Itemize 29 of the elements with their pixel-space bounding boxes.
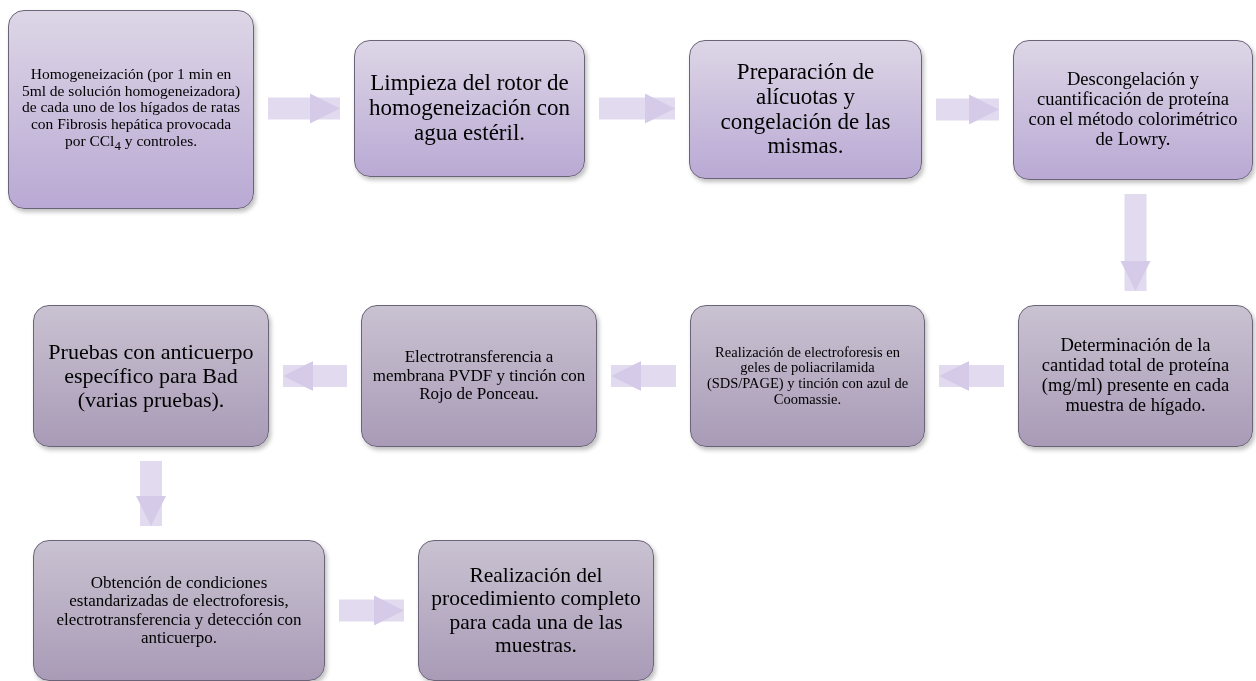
process-box [8, 10, 254, 209]
arrow [339, 595, 404, 626]
arrow [1120, 194, 1151, 291]
process-box [690, 305, 925, 447]
process-box [1018, 305, 1253, 447]
process-box [33, 540, 325, 681]
step-text: Descongelación y cuantificación de proteína con el método colorimétrico de Lowry. [1027, 70, 1239, 150]
process-box [33, 305, 269, 447]
arrow [939, 361, 1004, 391]
step-text: Electrotransferencia a membrana PVDF y tinción con Rojo de Ponceau. [372, 348, 586, 404]
step-text: Homogeneización (por 1 min en 5ml de solución homogeneizadora) de cada uno de los hígados de ratas con Fibrosis hepática provocada por CCl$_{4}$ y controles. [20, 66, 242, 153]
arrow [599, 93, 675, 124]
process-box [361, 305, 597, 447]
arrow [936, 94, 999, 125]
process-box [689, 40, 922, 179]
step-text: Realización del procedimiento completo para cada una de las muestras. [430, 564, 642, 657]
process-box [418, 540, 654, 681]
arrow [268, 93, 340, 124]
arrow [136, 461, 166, 526]
process-box [354, 40, 585, 177]
step-text: Obtención de condiciones estandarizadas de electroforesis, electrotransferencia y detección con anticuerpo. [55, 573, 303, 648]
step-text: Preparación de alícuotas y congelación de las mismas. [719, 59, 892, 160]
arrow [611, 361, 676, 391]
step-text: Limpieza del rotor de homogeneización con agua estéril. [367, 71, 572, 146]
process-box [1013, 40, 1253, 180]
step-text: Determinación de la cantidad total de proteína (mg/ml) presente en cada muestra de hígado. [1040, 336, 1231, 416]
step-text: Pruebas con anticuerpo específico para Bad (varias pruebas). [47, 340, 255, 412]
step-text: Realización de electroforesis en geles de poliacrilamida (SDS/PAGE) y tinción con azul de Coomassie. [705, 344, 910, 408]
arrow [283, 361, 347, 391]
